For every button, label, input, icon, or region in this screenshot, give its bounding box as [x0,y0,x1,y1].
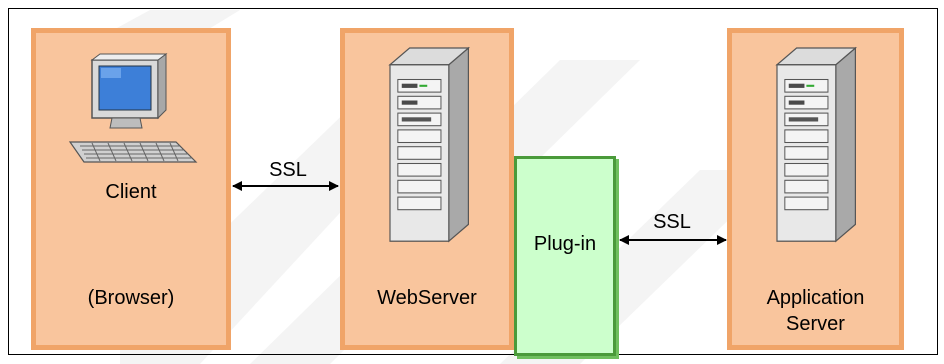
appserver-label-line1: Application [766,287,865,309]
plugin-label: Plug-in [533,233,597,255]
ssl-label-plugin-appserver: SSL [653,211,691,233]
ssl-label-client-webserver: SSL [269,159,307,181]
client-label: Client [105,181,157,203]
webserver-label: WebServer [377,287,477,309]
plugin-box [514,156,616,356]
appserver-label-line2: Server [786,313,845,335]
browser-label: (Browser) [87,287,175,309]
diagram-frame [8,8,938,355]
